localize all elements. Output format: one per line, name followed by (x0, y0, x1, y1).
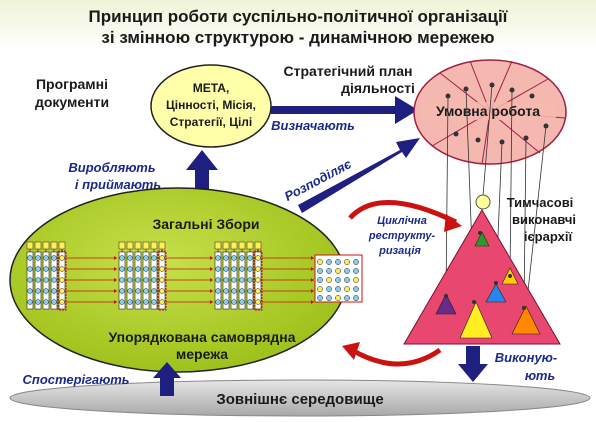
title-line-1: Принцип роботи суспільно-політичної орга… (89, 7, 509, 26)
sub-hierarchy-green (474, 231, 490, 247)
temp-hierarchies-line-1: Тимчасові (507, 195, 574, 210)
sub-hierarchy-purple (435, 293, 457, 315)
distribute-arrow (298, 138, 420, 213)
determine-label: Визначають (271, 118, 355, 133)
network-line-1: Упорядкована самоврядна (108, 329, 295, 345)
observe-label: Спостерігають (22, 372, 129, 387)
environment-ellipse (9, 379, 591, 417)
conditional-work-label: Умовна робота (436, 103, 540, 119)
sub-hierarchy-yellow (459, 301, 493, 339)
pyramid-top-node (475, 194, 491, 210)
general-meeting-label: Загальні Збори (152, 216, 259, 232)
determine-arrow (271, 96, 418, 124)
strategic-plan-line-1: Стратегічний план (284, 63, 413, 79)
develop-label-line-2: і приймають (75, 177, 161, 192)
develop-label-line-1: Виробляють (68, 160, 155, 175)
sub-hierarchy-blue (485, 283, 507, 303)
strategic-plan-line-2: діяльності (341, 80, 415, 96)
sub-hierarchy-orange (511, 305, 541, 335)
goal-line-3: Стратегії, Цілі (170, 115, 253, 129)
cyclic-arrow-top (348, 200, 458, 225)
environment-label: Зовнішнє середовище (216, 391, 383, 408)
hierarchy-pyramid-group (403, 194, 561, 345)
program-docs-line-1: Програмні (36, 76, 108, 92)
develop-arrow (186, 150, 218, 193)
execute-arrow (458, 346, 488, 382)
temp-hierarchies-line-3: ієрархії (524, 229, 573, 244)
goal-line-2: Цінності, Місія, (166, 98, 256, 112)
network-grid-final (314, 254, 363, 303)
program-docs-line-2: документи (35, 94, 109, 110)
cyclic-arrow-top-head (444, 214, 462, 232)
cyclic-arrow-bottom-head (342, 342, 360, 360)
goal-line-1: МЕТА, (193, 81, 230, 95)
network-grid-1 (26, 241, 117, 311)
title-background (0, 0, 596, 52)
cyclic-arrow-bottom (350, 347, 442, 367)
cyclic-label-line-2: реструкту- (368, 230, 436, 242)
execute-label-line-2: ють (525, 368, 555, 383)
network-grid-3 (214, 241, 314, 311)
execute-label-line-1: Виконую- (495, 350, 558, 365)
network-grids (26, 241, 363, 311)
temp-hierarchies-line-2: виконавчі (512, 212, 576, 227)
network-line-2: мережа (176, 346, 228, 362)
title-line-2: зі змінною структурою - динамічною мереж… (101, 28, 494, 47)
observe-arrow (153, 362, 181, 396)
network-grid-2 (118, 241, 213, 311)
cyclic-label-line-3: ризація (378, 245, 421, 257)
cyclic-label-line-1: Циклічна (377, 215, 427, 227)
